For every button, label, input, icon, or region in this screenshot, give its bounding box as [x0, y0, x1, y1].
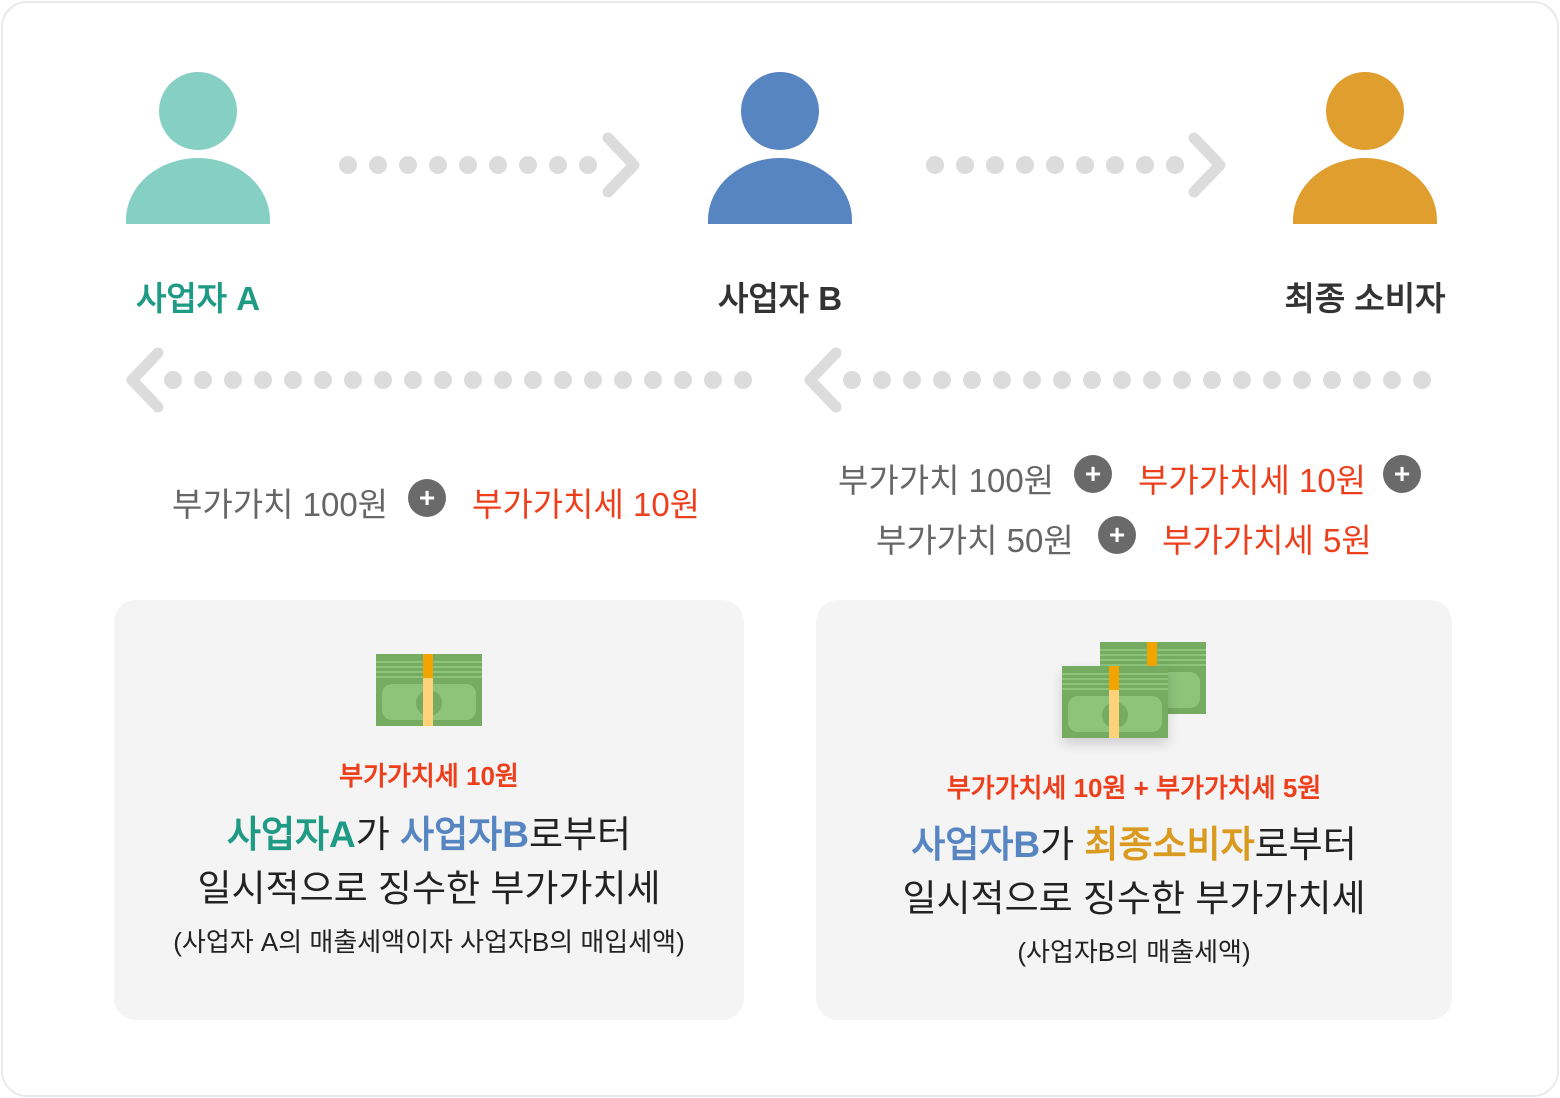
arrow-dot	[1023, 371, 1041, 389]
arrow-dot	[194, 371, 212, 389]
arrow-dot	[549, 156, 567, 174]
business-a-person-icon	[126, 72, 270, 224]
card-line2: 일시적으로 징수한 부가가치세	[902, 878, 1366, 919]
arrow-dot	[339, 156, 357, 174]
plus-icon: +	[1383, 455, 1421, 493]
arrow-dot	[903, 371, 921, 389]
arrow-dot	[464, 371, 482, 389]
arrow-dot	[1203, 371, 1221, 389]
arrow-dot	[1263, 371, 1281, 389]
arrow-dot	[1166, 156, 1184, 174]
arrow-dot	[434, 371, 452, 389]
consumer: 최종소비자	[1084, 824, 1255, 865]
arrow-dot	[584, 371, 602, 389]
arrow-dot	[956, 156, 974, 174]
arrow-right-icon	[602, 132, 640, 198]
arrow-dot	[734, 371, 752, 389]
arrow-dot	[704, 371, 722, 389]
arrow-dot	[224, 371, 242, 389]
consumer-person-icon	[1293, 72, 1437, 224]
arrow-dot	[164, 371, 182, 389]
vat-left: 부가가치세 10원	[472, 486, 701, 523]
actor-b: 사업자B	[400, 814, 529, 855]
arrow-dot	[1173, 371, 1191, 389]
arrow-dot	[429, 156, 447, 174]
arrow-dot	[1016, 156, 1034, 174]
arrow-dot	[644, 371, 662, 389]
arrow-left-icon	[804, 347, 842, 413]
arrow-dot	[993, 371, 1011, 389]
arrow-right-icon	[1188, 132, 1226, 198]
arrow-dot	[1383, 371, 1401, 389]
arrow-dot	[494, 371, 512, 389]
arrow-dot	[986, 156, 1004, 174]
arrow-dot	[926, 156, 944, 174]
actor-b: 사업자B	[911, 824, 1041, 865]
card-note: (사업자B의 매출세액)	[1017, 937, 1251, 967]
arrow-dot	[674, 371, 692, 389]
value-added-left: 부가가치 100원	[172, 486, 389, 523]
money-icon	[1062, 666, 1168, 738]
plus-icon: +	[1074, 455, 1112, 493]
arrow-dot	[1413, 371, 1431, 389]
text: 가	[355, 814, 401, 855]
arrow-dot	[963, 371, 981, 389]
business-b-person-icon	[708, 72, 852, 224]
card-line1: 사업자A가 사업자B로부터	[114, 804, 744, 858]
arrow-dot	[873, 371, 891, 389]
arrow-dot	[614, 371, 632, 389]
arrow-dot	[843, 371, 861, 389]
arrow-dot	[284, 371, 302, 389]
text: 가	[1040, 824, 1085, 865]
text: 로부터	[528, 814, 632, 855]
card-line1: 사업자B가 최종소비자로부터	[816, 814, 1452, 868]
arrow-dot	[1046, 156, 1064, 174]
arrow-dot	[314, 371, 332, 389]
arrow-left-icon	[126, 347, 164, 413]
card-amount: 부가가치세 10원	[339, 761, 519, 791]
arrow-dot	[254, 371, 272, 389]
arrow-dot	[1233, 371, 1251, 389]
arrow-dot	[399, 156, 417, 174]
plus-icon: +	[1098, 516, 1136, 554]
business-a-label: 사업자 A	[135, 280, 261, 317]
arrow-dot	[1143, 371, 1161, 389]
value-added-right-1: 부가가치 100원	[838, 462, 1055, 499]
arrow-dot	[1083, 371, 1101, 389]
arrow-dot	[1106, 156, 1124, 174]
arrow-dot	[369, 156, 387, 174]
arrow-dot	[1323, 371, 1341, 389]
arrow-dot	[933, 371, 951, 389]
arrow-dot	[1353, 371, 1371, 389]
arrow-dot	[404, 371, 422, 389]
arrow-dot	[554, 371, 572, 389]
actor-a: 사업자A	[226, 814, 356, 855]
arrow-dot	[1136, 156, 1154, 174]
card-amount: 부가가치세 10원 + 부가가치세 5원	[946, 773, 1322, 803]
arrow-dot	[1293, 371, 1311, 389]
arrow-dot	[1076, 156, 1094, 174]
card-business-b: 부가가치세 10원 + 부가가치세 5원 사업자B가 최종소비자로부터 일시적으…	[816, 600, 1452, 1020]
arrow-dot	[374, 371, 392, 389]
text: 로부터	[1254, 824, 1357, 865]
card-business-a: 부가가치세 10원 사업자A가 사업자B로부터 일시적으로 징수한 부가가치세 …	[114, 600, 744, 1020]
arrow-dot	[489, 156, 507, 174]
arrow-dot	[344, 371, 362, 389]
consumer-label: 최종 소비자	[1284, 280, 1446, 317]
arrow-dot	[519, 156, 537, 174]
arrow-dot	[524, 371, 542, 389]
business-b-label: 사업자 B	[717, 280, 843, 317]
value-added-right-2: 부가가치 50원	[876, 522, 1074, 559]
card-line2: 일시적으로 징수한 부가가치세	[197, 868, 661, 909]
arrow-dot	[459, 156, 477, 174]
vat-right-2: 부가가치세 5원	[1162, 522, 1372, 559]
plus-icon: +	[408, 479, 446, 517]
arrow-dot	[1113, 371, 1131, 389]
arrow-dot	[579, 156, 597, 174]
arrow-dot	[1053, 371, 1071, 389]
card-note: (사업자 A의 매출세액이자 사업자B의 매입세액)	[173, 927, 685, 957]
money-icon	[376, 654, 482, 726]
vat-right-1: 부가가치세 10원	[1138, 462, 1367, 499]
